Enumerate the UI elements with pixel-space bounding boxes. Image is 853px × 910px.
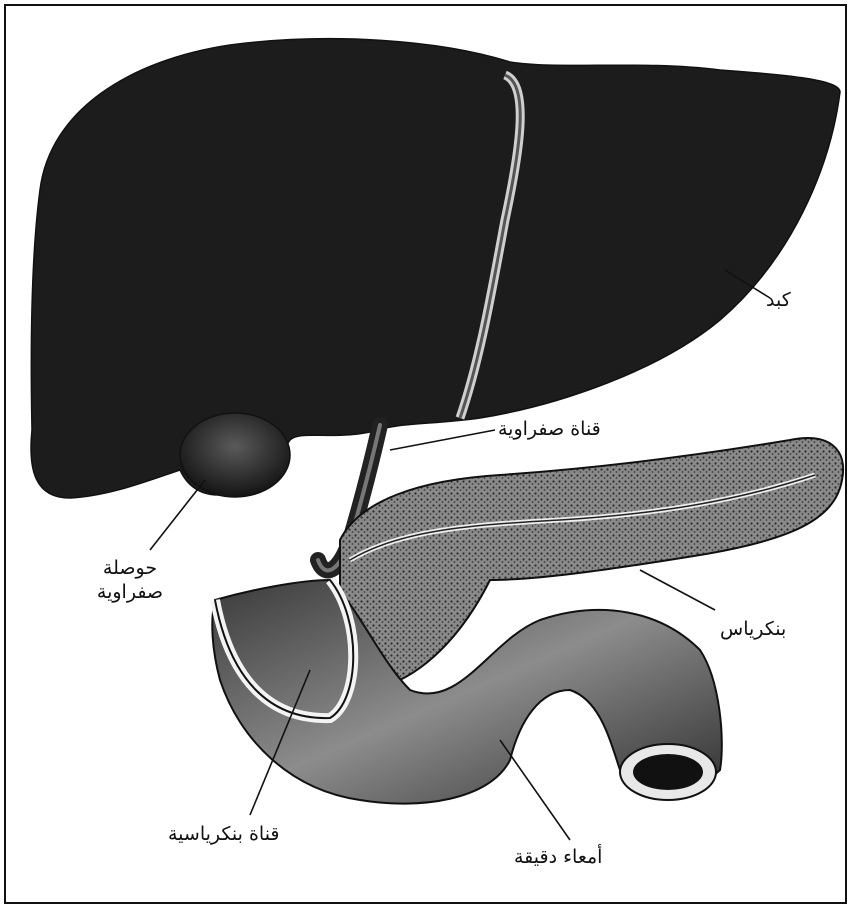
label-gallbladder: حوصلة صفراوية: [80, 557, 180, 605]
label-pancreatic-duct: قناة بنكرياسية: [168, 823, 280, 847]
label-small-intestine: أمعاء دقيقة: [514, 846, 602, 870]
liver-shape: [31, 39, 840, 498]
label-pancreas: بنكرياس: [720, 618, 786, 642]
leader-line-small-intestine: [500, 740, 570, 840]
leader-line-pancreas: [640, 570, 715, 610]
gallbladder-shape: [180, 413, 290, 497]
label-liver: كبد: [766, 289, 791, 313]
leader-line-gallbladder: [150, 480, 205, 550]
label-bile-duct: قناة صفراوية: [498, 418, 601, 442]
leader-line-bile-duct: [390, 430, 495, 450]
